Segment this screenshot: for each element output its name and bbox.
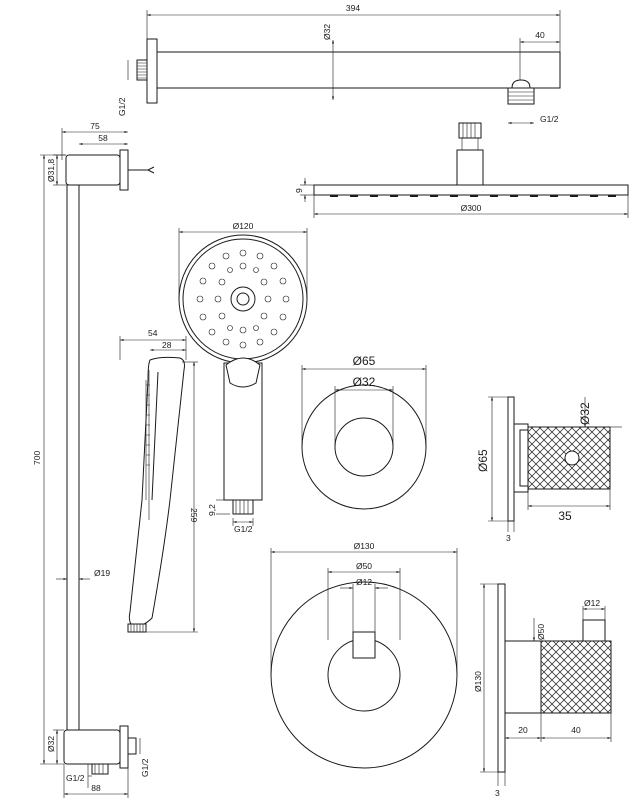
hand-shower-front: Ø120 G1/2 9,2 [178, 221, 308, 534]
bottom-holder [63, 729, 121, 765]
top-holder [65, 154, 121, 186]
diverter-plate-label: 3 [506, 533, 511, 543]
mixer-side-plate-dia-label: Ø130 [473, 671, 483, 692]
nozzle-row [330, 195, 616, 197]
mixer-lever-dia-label: Ø12 [356, 577, 372, 587]
mixer-body-dia-label: Ø50 [356, 561, 372, 571]
head-diameter-label: Ø300 [461, 203, 482, 213]
diverter-center-hole [564, 450, 580, 466]
bottom-wall-bracket [119, 725, 129, 769]
bar-thread-bottom-label: G1/2 [66, 773, 85, 783]
arm-tube-dia-label: Ø32 [322, 24, 332, 40]
mixer-side-plate-label: 3 [495, 788, 500, 798]
side-length-label: 259 [189, 508, 199, 522]
head-disc [313, 184, 629, 196]
hand-thread-length-label: 9,2 [207, 504, 217, 516]
bar-bracket-top-label: Ø31,8 [46, 159, 56, 182]
diverter-knob-dia-label: Ø32 [578, 402, 592, 425]
arm-wall-flange [146, 38, 158, 104]
bar-depth-holder-label: 58 [98, 133, 108, 143]
bar-bracket-bottom-label: Ø32 [46, 736, 56, 752]
mixer-side-body-dia-label: Ø50 [536, 624, 546, 640]
hand-head-dia-label: Ø120 [233, 221, 254, 231]
escutcheon-outer-dia-label: Ø65 [353, 354, 376, 368]
top-wall-bracket [119, 149, 129, 191]
arm-length-label: 394 [346, 3, 360, 13]
bar-depth-total-label: 75 [90, 121, 100, 131]
bar-length-label: 700 [32, 451, 42, 465]
bar-thread-side-label: G1/2 [140, 758, 150, 777]
side-body [128, 356, 185, 627]
arm-offset-label: 40 [535, 30, 545, 40]
rain-shower-head: 9 Ø300 [294, 122, 629, 218]
diverter-rosette-dia-label: Ø65 [476, 449, 490, 472]
mixer-side-lever-dia-label: Ø12 [584, 598, 600, 608]
bar-tube-dia-label: Ø19 [94, 568, 110, 578]
head-connector [458, 122, 482, 139]
arm-thread-stub [136, 59, 148, 81]
hand-thread-label: G1/2 [234, 524, 253, 534]
mixer-side-body [504, 640, 542, 714]
mixer-side-lever [582, 619, 606, 642]
diverter-plate [507, 396, 515, 522]
mixer-front: Ø130 Ø50 Ø12 [270, 541, 458, 769]
mixer-side-plate [497, 583, 506, 773]
mixer-side-knob-length-label: 40 [571, 725, 581, 735]
bottom-outlet [91, 763, 109, 775]
spray-holes [196, 249, 290, 349]
escutcheon-inner [334, 417, 394, 477]
escutcheon-small: Ø65 Ø32 [301, 354, 427, 510]
arm-tube [156, 51, 561, 89]
diverter-side: Ø65 Ø32 35 3 [476, 396, 622, 543]
mixer-lever [352, 631, 376, 659]
hand-shower-side: 54 28 259 [119, 328, 199, 633]
shower-arm: 394 Ø32 40 G1/2 G1/2 [117, 3, 561, 125]
head-thickness-label: 9 [294, 188, 304, 193]
escutcheon-inner-dia-label: Ø32 [353, 375, 376, 389]
mixer-side: Ø12 Ø50 Ø130 20 40 3 [473, 583, 612, 798]
hand-mode-button [225, 357, 261, 388]
arm-thread-left-label: G1/2 [117, 97, 127, 116]
side-depth-label: 54 [148, 328, 158, 338]
side-handle-depth-label: 28 [162, 340, 172, 350]
slide-bar: 75 58 Ø31,8 700 Ø19 Ø32 G1/2 G1/2 88 [32, 121, 155, 798]
mixer-side-body-length-label: 20 [518, 725, 528, 735]
mixer-side-knurled-knob [540, 640, 612, 714]
diverter-knob-length-label: 35 [558, 509, 572, 523]
bar-bottom-width-label: 88 [91, 783, 101, 793]
head-stem [456, 149, 484, 186]
bar-tube [66, 184, 80, 731]
mixer-plate-dia-label: Ø130 [354, 541, 375, 551]
arm-elbow [511, 79, 531, 89]
arm-thread-right-label: G1/2 [540, 114, 559, 124]
